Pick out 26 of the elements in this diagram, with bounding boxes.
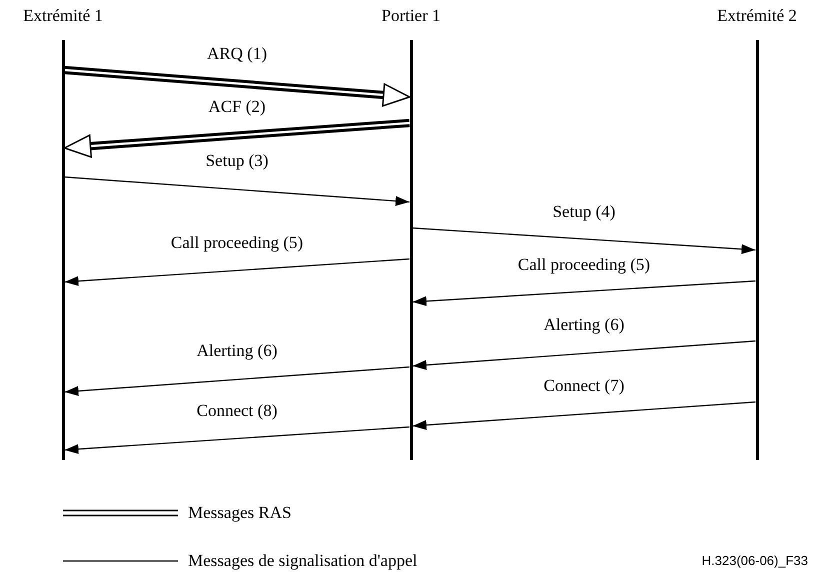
double-arrow xyxy=(62,118,412,158)
arrow xyxy=(64,426,410,454)
edge-label: Alerting (6) xyxy=(542,315,626,335)
arrow xyxy=(412,401,756,430)
edge-label: Connect (8) xyxy=(196,401,278,421)
arrow xyxy=(412,280,756,306)
edge-label: Call proceeding (5) xyxy=(516,255,652,275)
arrow xyxy=(64,258,410,286)
arrow xyxy=(64,366,410,396)
figure-number: H.323(06-06)_F33 xyxy=(702,553,808,569)
double-arrow xyxy=(62,66,412,107)
arrow xyxy=(64,176,410,206)
participant-label: Extrémité 2 xyxy=(716,6,798,26)
edge-label: Setup (3) xyxy=(204,151,270,171)
edge-label: Setup (4) xyxy=(552,202,616,222)
arrow xyxy=(412,227,756,254)
legend-label: Messages RAS xyxy=(188,503,292,523)
edge-label: ACF (2) xyxy=(207,97,267,117)
participant-label: Portier 1 xyxy=(380,6,442,26)
legend-label: Messages de signalisation d'appel xyxy=(188,551,418,571)
arrow xyxy=(412,340,756,370)
edge-label: Call proceeding (5) xyxy=(170,233,304,253)
participant-label: Extrémité 1 xyxy=(22,6,104,26)
edge-label: Alerting (6) xyxy=(196,341,278,361)
edge-label: ARQ (1) xyxy=(206,44,268,64)
edge-label: Connect (7) xyxy=(542,376,626,396)
